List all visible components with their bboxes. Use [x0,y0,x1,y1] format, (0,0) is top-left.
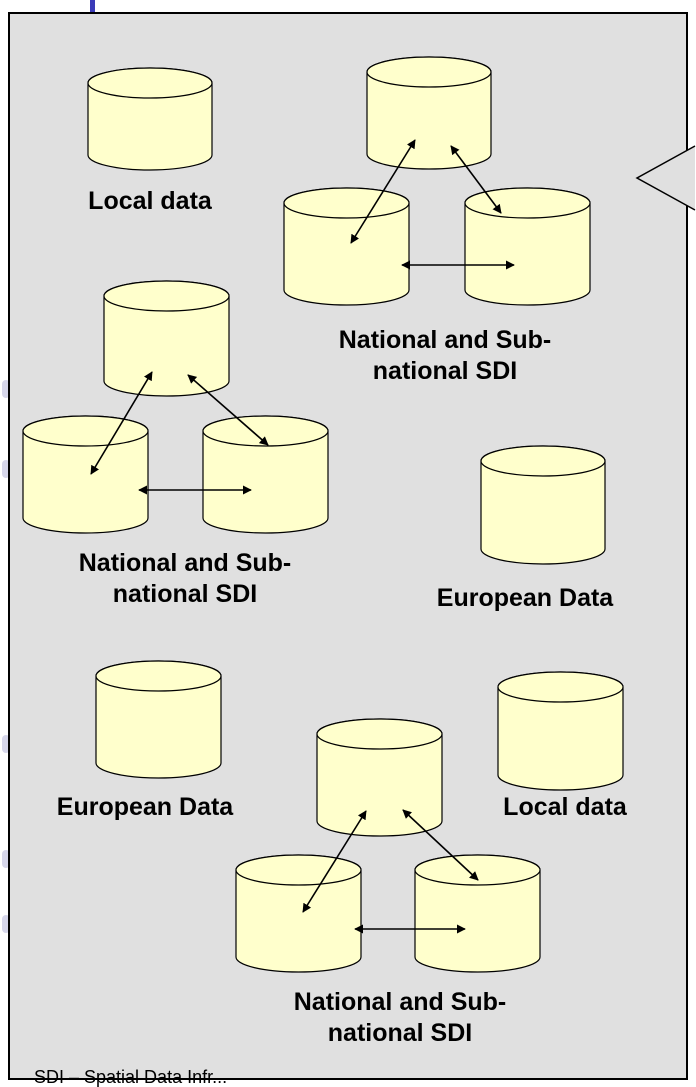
bidirectional-arrow [450,145,502,214]
slide-accent-bar [90,0,95,14]
local-data-cylinder [87,67,213,171]
database-cylinder [414,854,541,973]
database-cylinder [316,718,443,837]
bullet-mark [2,380,10,398]
bidirectional-arrow [90,371,153,475]
database-cylinder [235,854,362,973]
bidirectional-arrow [350,139,416,244]
european-data-label: European Data [436,584,614,612]
bidirectional-arrow [402,809,479,881]
database-cylinder [103,280,230,397]
database-cylinder [366,56,492,170]
bullet-mark [2,460,10,478]
european-data-cylinder [480,445,606,565]
national-sdi-label: National and Sub- national SDI [338,326,552,385]
bullet-mark [2,850,10,868]
database-cylinder [464,187,591,306]
database-cylinder [283,187,410,306]
bullet-mark [2,735,10,753]
database-cylinder [22,415,149,534]
callout-pointer [635,145,696,211]
bullet-mark [2,915,10,933]
national-sdi-label: National and Sub- national SDI [293,988,507,1047]
local-data-label: Local data [88,187,212,215]
local-data-cylinder [497,671,624,791]
european-data-label: European Data [56,793,234,821]
bidirectional-arrow [302,810,367,913]
national-sdi-label: National and Sub- national SDI [78,549,292,608]
local-data-label: Local data [503,793,627,821]
footer-text: SDI – Spatial Data Infr... [34,1067,228,1087]
european-data-cylinder [95,660,222,779]
bidirectional-arrow [187,374,269,446]
database-cylinder [202,415,329,534]
